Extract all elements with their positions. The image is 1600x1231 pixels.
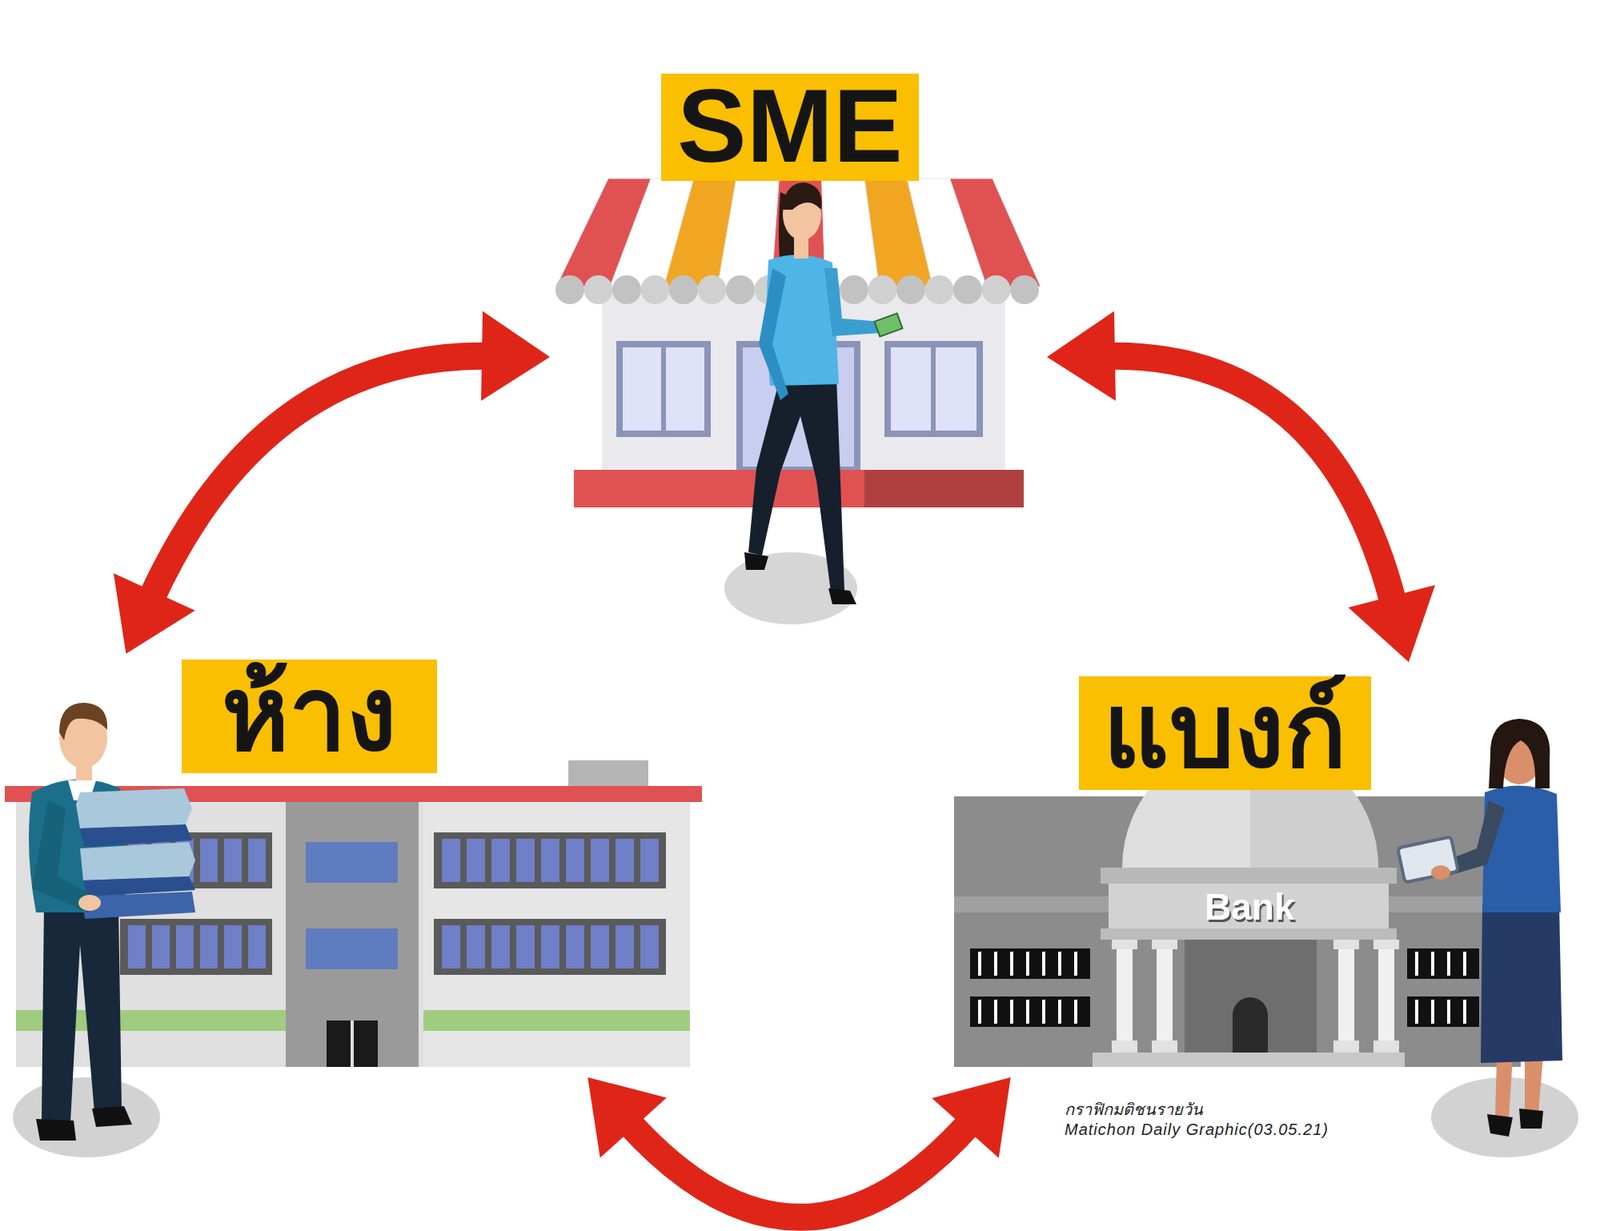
double-arrow bbox=[1046, 311, 1436, 663]
place-region: ห้าง bbox=[4, 659, 702, 1073]
shop-illustration bbox=[555, 178, 1041, 625]
place-label: แบงก์ bbox=[1078, 676, 1372, 790]
building-sign: Bank bbox=[1204, 885, 1295, 929]
credit-note: กราฟิกมติชนรายวัน bbox=[1064, 1096, 1204, 1123]
double-arrow bbox=[587, 1077, 1011, 1218]
credit-note: Matichon Daily Graphic(03.05.21) bbox=[1064, 1120, 1329, 1139]
place-label: ห้าง bbox=[181, 659, 438, 774]
place-region: SME bbox=[556, 73, 1041, 510]
double-arrow bbox=[113, 311, 550, 654]
place-region: แบงก์ bbox=[954, 668, 1563, 1073]
place-label: SME bbox=[661, 73, 919, 181]
